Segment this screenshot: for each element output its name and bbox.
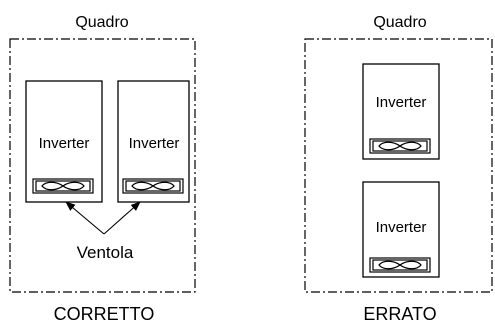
wrong-panel: Quadro Inverter Inverter ERRATO: [304, 14, 493, 324]
caption-correct: CORRETTO: [54, 304, 155, 324]
caption-wrong: ERRATO: [363, 304, 436, 324]
fan-icon: [122, 178, 184, 194]
inverter-label: Inverter: [129, 135, 180, 152]
inverter-right-bottom: Inverter: [362, 181, 440, 278]
fan-label: Ventola: [77, 243, 134, 262]
inverter-box: [117, 80, 190, 203]
fan-icon: [369, 257, 431, 273]
panel-label-right: Quadro: [373, 14, 426, 31]
fan-icon: [369, 138, 431, 154]
inverter-label: Inverter: [39, 135, 90, 152]
panel-frame-right: [304, 38, 493, 293]
inverter-left-1: Inverter: [25, 80, 103, 203]
inverter-box: [25, 80, 103, 203]
inverter-box: [362, 181, 440, 278]
panel-frame-left: [9, 38, 196, 293]
fan-arrow-right: [103, 201, 141, 235]
inverter-right-top: Inverter: [362, 63, 440, 160]
correct-panel: Quadro Inverter Inverter Ventola CORRETT…: [9, 14, 196, 324]
fan-arrow-left: [65, 201, 105, 235]
inverter-label: Inverter: [376, 94, 427, 111]
fan-icon: [32, 178, 94, 194]
panel-label-left: Quadro: [75, 14, 128, 31]
inverter-label: Inverter: [376, 219, 427, 236]
inverter-box: [362, 63, 440, 160]
inverter-left-2: Inverter: [117, 80, 190, 203]
